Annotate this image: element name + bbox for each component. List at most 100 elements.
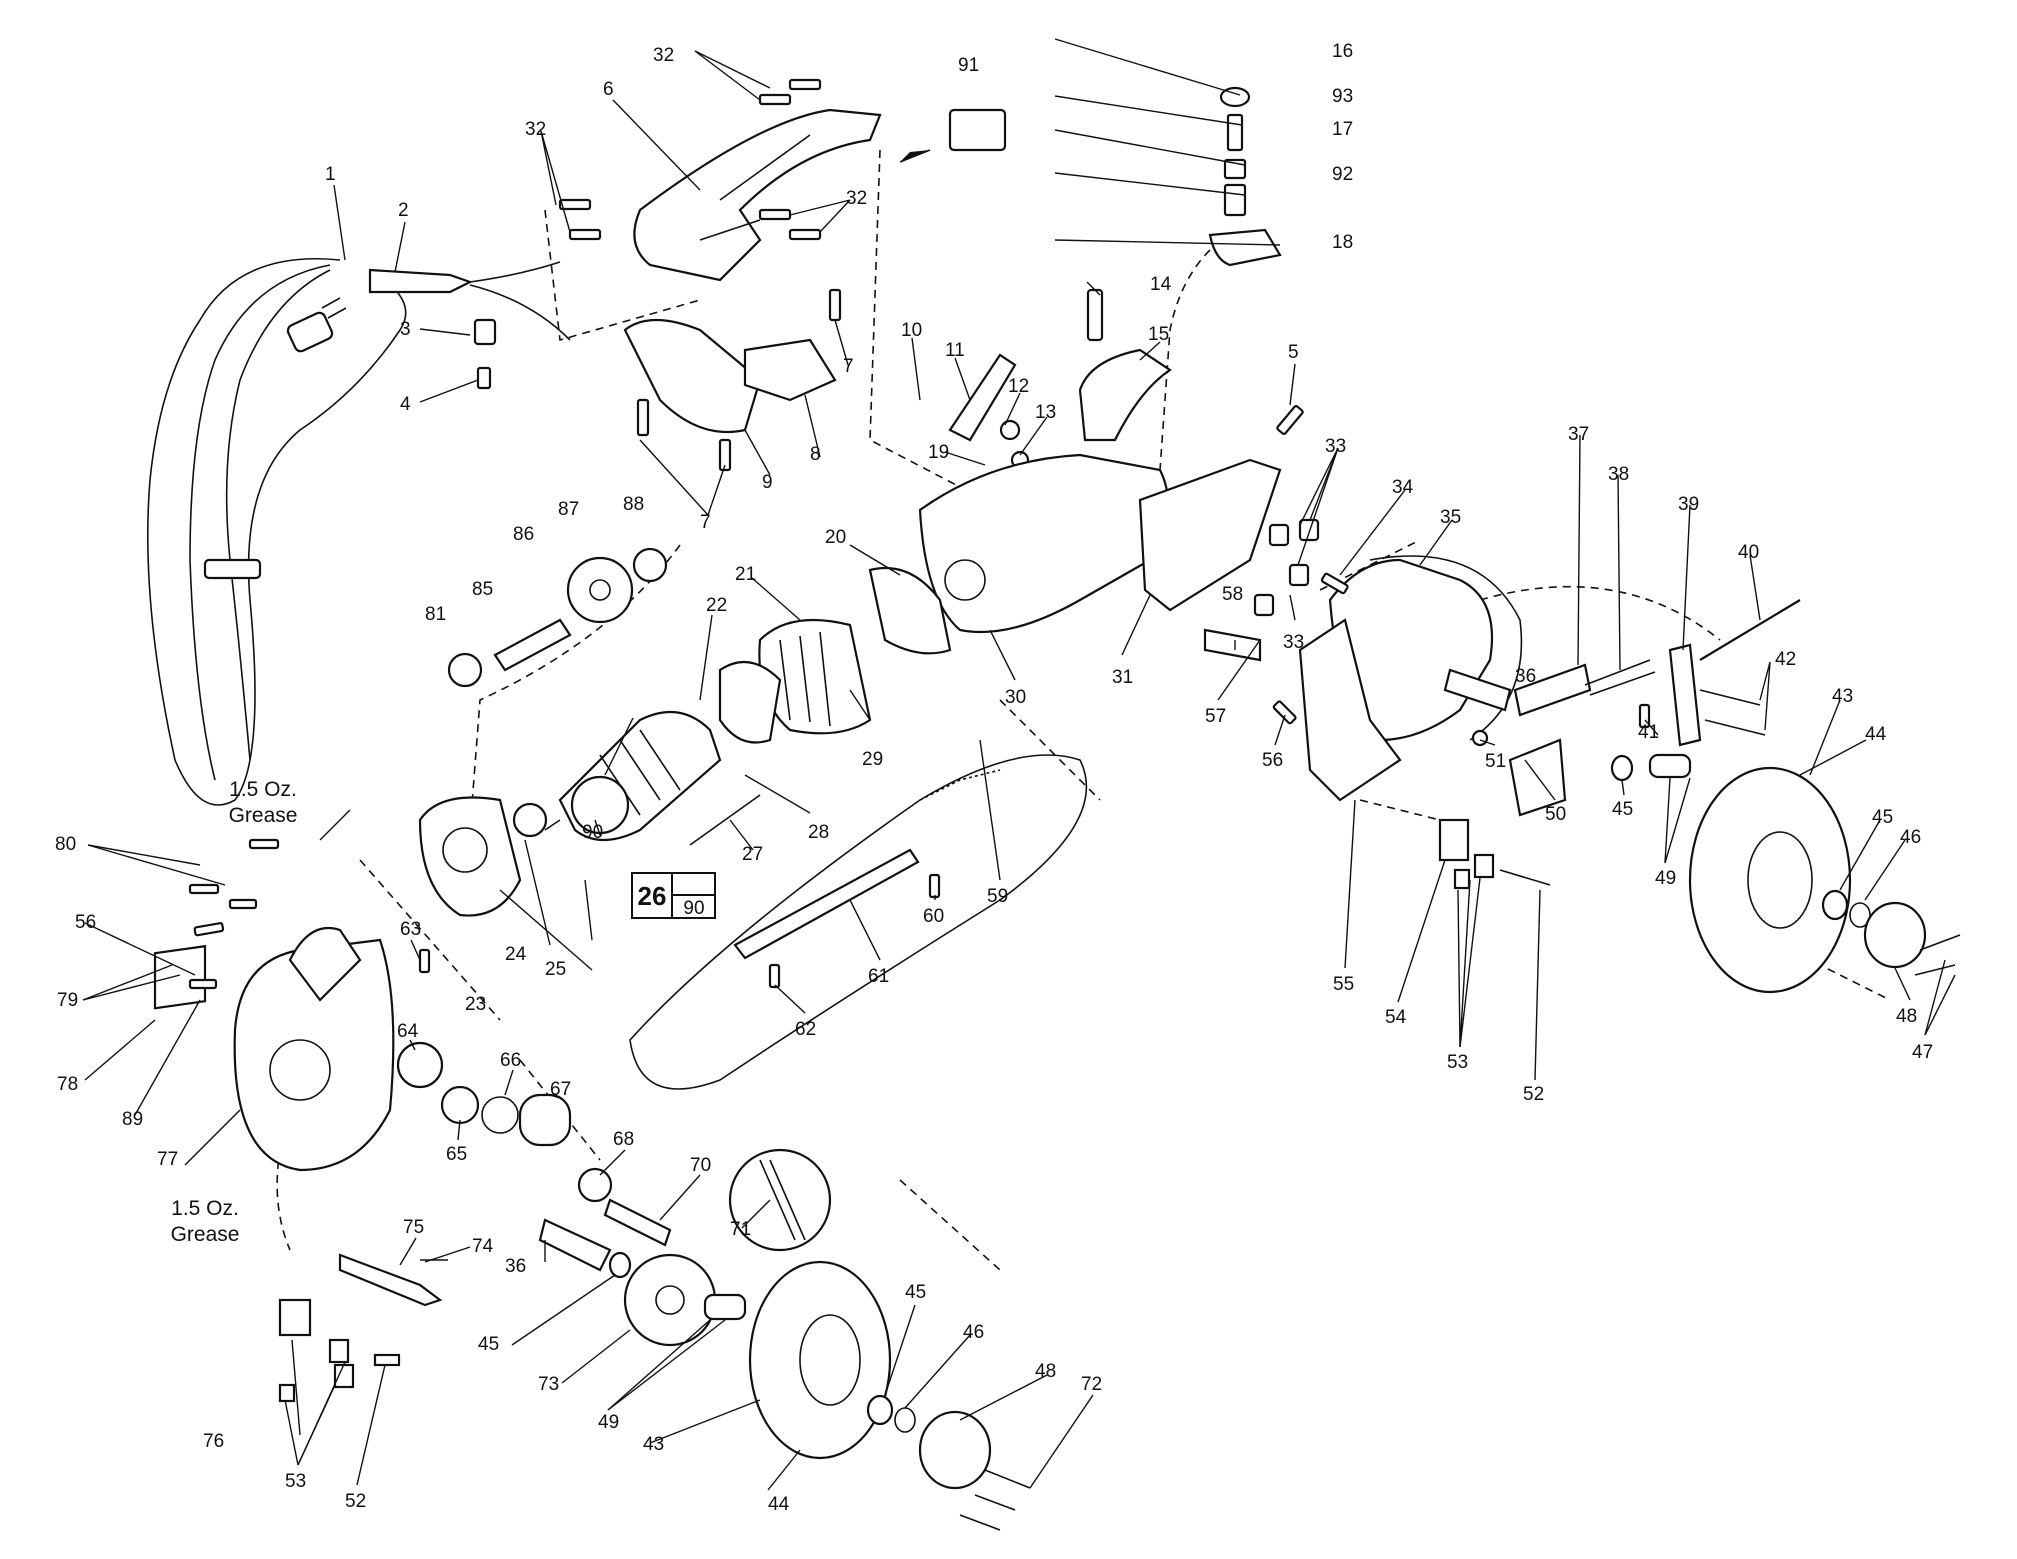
parts: [146, 78, 1961, 1531]
callout-41: 41: [1638, 722, 1659, 743]
callout-39: 39: [1678, 494, 1699, 515]
callout-22: 22: [706, 595, 727, 616]
callout-20: 20: [825, 527, 846, 548]
callout-9: 9: [762, 472, 773, 493]
callout-36l: 36: [505, 1256, 526, 1277]
block-54: [1438, 818, 1470, 862]
callout-30: 30: [1005, 687, 1026, 708]
callout-33a: 33: [1325, 436, 1346, 457]
field-coil-windings: [779, 631, 831, 727]
callout-75: 75: [403, 1217, 424, 1238]
callout-37: 37: [1568, 424, 1589, 445]
callout-79: 79: [57, 990, 78, 1011]
callout-3: 3: [400, 319, 411, 340]
switch-cover: [743, 338, 837, 402]
callout-77: 77: [157, 1149, 178, 1170]
callout-71: 71: [730, 1219, 751, 1240]
bearing-65: [440, 1085, 480, 1125]
bracket-39: [1668, 643, 1702, 747]
grease-note-lower: 1.5 Oz. Grease: [171, 1197, 240, 1246]
callout-45l1: 45: [478, 1334, 499, 1355]
callout-93: 93: [1332, 86, 1353, 107]
callout-35: 35: [1440, 507, 1461, 528]
callout-36r: 36: [1515, 666, 1536, 687]
chain-detail: [728, 1148, 832, 1252]
callout-51: 51: [1485, 751, 1506, 772]
arrow-icon: [900, 150, 930, 162]
callout-56r: 56: [1262, 750, 1283, 771]
callout-33b: 33: [1283, 632, 1304, 653]
shaft-36-right: [1443, 668, 1512, 712]
callout-54: 54: [1385, 1007, 1407, 1028]
spring-38: [1584, 659, 1656, 696]
callout-17: 17: [1332, 119, 1353, 140]
callout-67: 67: [550, 1079, 571, 1100]
callout-48l: 48: [1035, 1361, 1056, 1382]
lower-handle: [623, 318, 762, 434]
callout-1: 1: [325, 164, 336, 185]
callout-11: 11: [945, 340, 965, 361]
blade-guide: [733, 848, 920, 960]
callout-16: 16: [1332, 41, 1353, 62]
callout-88: 88: [623, 494, 644, 515]
callout-76: 76: [203, 1431, 224, 1452]
callout-91: 91: [958, 55, 979, 76]
callout-48r: 48: [1896, 1006, 1917, 1027]
callout-81: 81: [425, 604, 446, 625]
svg-text:Grease: Grease: [171, 1223, 240, 1246]
guard-cap: [1078, 348, 1172, 442]
callout-85: 85: [472, 579, 493, 600]
callout-59: 59: [987, 886, 1008, 907]
washer-45-lower: [608, 1251, 632, 1279]
callout-2: 2: [398, 200, 409, 221]
gear-plate: [418, 796, 522, 917]
callout-13: 13: [1035, 402, 1056, 423]
worm-shaft: [493, 618, 572, 672]
callout-4: 4: [400, 394, 411, 415]
hub-48-lower: [918, 1410, 992, 1490]
pinion-64: [396, 1041, 444, 1089]
callout-78: 78: [57, 1074, 78, 1095]
callout-55: 55: [1333, 974, 1354, 995]
callout-72: 72: [1081, 1374, 1102, 1395]
callout-7a: 7: [843, 356, 854, 377]
callout-42: 42: [1775, 649, 1796, 670]
bearing-68: [577, 1167, 613, 1203]
gear-housing-left: [233, 938, 395, 1172]
callout-32b: 32: [525, 119, 546, 140]
svg-text:Grease: Grease: [229, 804, 298, 827]
callout-57: 57: [1205, 706, 1226, 727]
callout-52l: 52: [345, 1491, 366, 1512]
callout-89: 89: [122, 1109, 143, 1130]
washer-45-right: [1610, 754, 1634, 782]
callout-86: 86: [513, 524, 534, 545]
callout-27: 27: [742, 844, 763, 865]
plug: [286, 311, 334, 353]
cover-plate: [153, 944, 207, 1010]
callout-64: 64: [397, 1021, 419, 1042]
wheel-right: [1688, 766, 1852, 994]
callout-44l: 44: [768, 1494, 790, 1515]
callout-6: 6: [603, 79, 614, 100]
callout-31: 31: [1112, 667, 1133, 688]
washer-45-hub: [866, 1394, 894, 1426]
wheel-lower: [748, 1260, 892, 1460]
callout-45l2: 45: [905, 1282, 926, 1303]
callout-labels: 1 2 3 4 5 6 7 7 8 9 10 11 12 13 14 15 16…: [55, 41, 1933, 1515]
callout-52r: 52: [1523, 1084, 1544, 1105]
callout-10: 10: [901, 320, 922, 341]
callout-90: 90: [582, 822, 603, 843]
chain-links: [759, 1159, 806, 1241]
shaft-36: [538, 1218, 612, 1272]
callout-47: 47: [1912, 1042, 1933, 1063]
callout-15: 15: [1148, 324, 1169, 345]
kit-box: 26 90: [631, 872, 716, 919]
callout-8: 8: [810, 444, 821, 465]
callout-80: 80: [55, 834, 76, 855]
callout-32a: 32: [653, 45, 674, 66]
bearing-81: [447, 652, 483, 688]
power-cord: [146, 257, 407, 806]
cap: [1219, 86, 1251, 108]
callout-5: 5: [1288, 342, 1299, 363]
